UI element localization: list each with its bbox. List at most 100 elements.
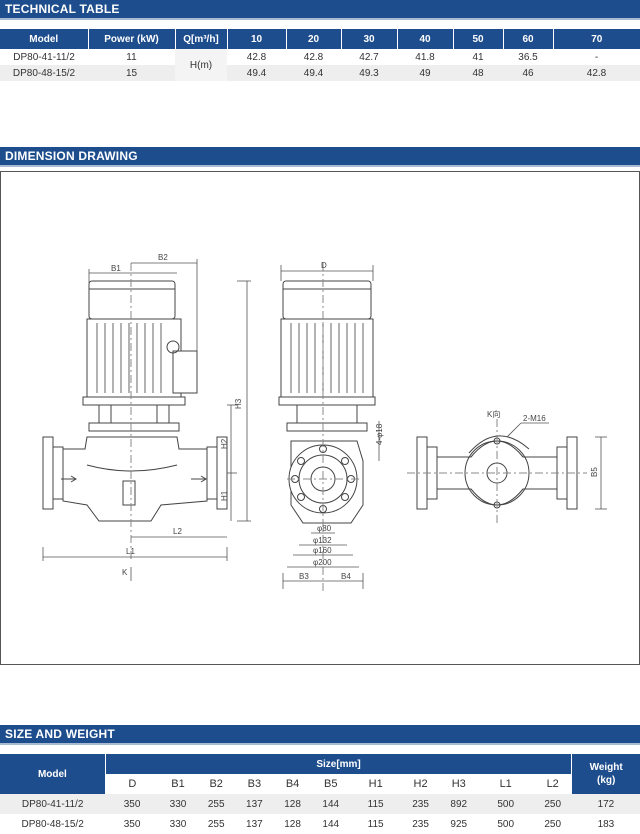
size-value: 115	[349, 794, 402, 814]
model-cell: DP80-41-11/2	[0, 794, 106, 814]
dim-l2-label: L2	[173, 527, 182, 536]
head-value: 49	[397, 65, 453, 81]
dim-k-label: K	[122, 568, 128, 577]
size-value: 350	[105, 814, 159, 834]
col-flow: 70	[553, 29, 640, 49]
col-dim: D	[105, 774, 159, 794]
technical-table-header: TECHNICAL TABLE	[0, 0, 640, 20]
col-dim: L2	[533, 774, 572, 794]
table-row: DP80-48-15/2 350 330 255 137 128 144 115…	[0, 814, 640, 834]
power-cell: 11	[88, 49, 175, 65]
table-row: DP80-48-15/2 15 49.4 49.4 49.3 49 48 46 …	[0, 65, 640, 81]
col-dim: B3	[235, 774, 274, 794]
size-value: 144	[311, 794, 350, 814]
head-value: -	[553, 49, 640, 65]
dim-d200-label: φ200	[313, 558, 332, 567]
dim-d80-label: φ80	[317, 524, 332, 533]
size-value: 350	[105, 794, 159, 814]
col-dim: B1	[158, 774, 198, 794]
col-size-group: Size[mm]	[105, 754, 573, 774]
dim-h2-label: H2	[220, 438, 229, 449]
size-value: 137	[235, 814, 274, 834]
dim-h1-label: H1	[220, 490, 229, 501]
dim-b1-label: B1	[111, 264, 121, 273]
size-value: 235	[401, 794, 440, 814]
head-value: 42.8	[227, 49, 286, 65]
col-dim: H2	[401, 774, 440, 794]
model-cell: DP80-41-11/2	[0, 49, 88, 65]
dim-b3-label: B3	[299, 572, 309, 581]
size-value: 250	[533, 814, 572, 834]
pump-drawing-svg: B1 B2 H3 H2 H1 L1 L2 K	[42, 253, 607, 591]
k-direction-label: K向	[487, 409, 500, 419]
technical-table-title: TECHNICAL TABLE	[5, 2, 120, 16]
power-cell: 15	[88, 65, 175, 81]
col-dim: B5	[311, 774, 350, 794]
size-value: 500	[477, 794, 534, 814]
col-q: Q[m³/h]	[175, 29, 228, 49]
size-value: 892	[439, 794, 478, 814]
col-dim: H1	[349, 774, 402, 794]
technical-table: Model Power (kW) Q[m³/h] 10 20 30 40 50 …	[0, 29, 640, 81]
head-value: 36.5	[503, 49, 553, 65]
col-flow: 40	[397, 29, 454, 49]
col-model: Model	[0, 754, 106, 794]
h-label: H(m)	[175, 49, 227, 81]
side-view: D 4-φ18 φ80 φ132 φ160 φ200 B3 B4	[278, 261, 384, 591]
size-weight-title: SIZE AND WEIGHT	[5, 727, 115, 741]
dim-holes-label: 4-φ18	[375, 423, 384, 445]
size-value: 250	[533, 794, 572, 814]
head-value: 41	[453, 49, 503, 65]
size-value: 115	[349, 814, 402, 834]
weight-label: Weight	[589, 762, 623, 773]
head-value: 42.8	[286, 49, 341, 65]
col-dim: B4	[273, 774, 312, 794]
col-dim: H3	[439, 774, 478, 794]
col-power: Power (kW)	[88, 29, 176, 49]
size-value: 128	[273, 794, 312, 814]
col-dim: B2	[197, 774, 236, 794]
dimension-drawing: B1 B2 H3 H2 H1 L1 L2 K	[0, 171, 640, 665]
dimension-drawing-header: DIMENSION DRAWING	[0, 147, 640, 167]
dim-b5-label: B5	[590, 467, 599, 477]
dim-b4-label: B4	[341, 572, 351, 581]
size-value: 255	[197, 814, 236, 834]
col-dim: L1	[477, 774, 534, 794]
dim-d132-label: φ132	[313, 536, 332, 545]
size-value: 137	[235, 794, 274, 814]
dim-d160-label: φ160	[313, 546, 332, 555]
col-weight: Weight (kg)	[571, 754, 640, 794]
col-flow: 50	[453, 29, 504, 49]
table-row: DP80-41-11/2 350 330 255 137 128 144 115…	[0, 794, 640, 814]
weight-unit: (kg)	[596, 775, 616, 786]
col-model: Model	[0, 29, 89, 49]
size-value: 128	[273, 814, 312, 834]
dim-d-label: D	[321, 261, 327, 270]
dim-h3-label: H3	[234, 398, 243, 409]
size-value: 330	[158, 814, 198, 834]
dimension-drawing-title: DIMENSION DRAWING	[5, 149, 138, 163]
weight-value: 172	[571, 794, 640, 814]
col-flow: 60	[503, 29, 554, 49]
dim-l1-label: L1	[126, 547, 135, 556]
head-value: 46	[503, 65, 553, 81]
col-flow: 20	[286, 29, 342, 49]
head-value: 48	[453, 65, 503, 81]
dim-bolt-label: 2-M16	[523, 414, 546, 423]
col-flow: 10	[227, 29, 287, 49]
head-value: 49.4	[286, 65, 341, 81]
head-value: 42.7	[341, 49, 397, 65]
size-value: 255	[197, 794, 236, 814]
size-value: 235	[401, 814, 440, 834]
head-value: 42.8	[553, 65, 640, 81]
size-value: 330	[158, 794, 198, 814]
col-flow: 30	[341, 29, 398, 49]
model-cell: DP80-48-15/2	[0, 814, 106, 834]
size-weight-table: Model Size[mm] Weight (kg) D B1 B2 B3 B4…	[0, 754, 640, 834]
head-value: 41.8	[397, 49, 453, 65]
size-value: 925	[439, 814, 478, 834]
size-weight-header: SIZE AND WEIGHT	[0, 725, 640, 745]
dim-b2-label: B2	[158, 253, 168, 262]
k-view: K向 2-M16 B5	[407, 409, 607, 525]
table-row: DP80-41-11/2 11 H(m) 42.8 42.8 42.7 41.8…	[0, 49, 640, 81]
